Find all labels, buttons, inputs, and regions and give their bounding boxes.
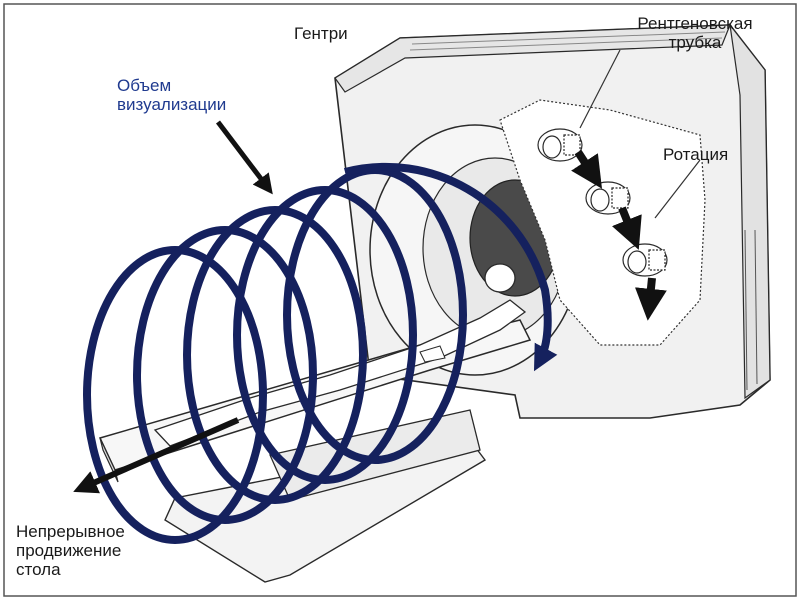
table-motion-label: Непрерывное продвижение стола [16,522,125,579]
x-ray-tube-label-line1: Рентгеновская [637,14,753,33]
x-ray-tube-label: Рентгеновская трубка [600,14,790,52]
rotation-arrow-icon [634,277,667,321]
fov-arrow-icon [216,120,273,195]
field-of-view-label-line2: визуализации [117,95,227,114]
gantry-vent-line [754,229,758,385]
gantry-label: Гентри [294,24,348,43]
rotation-arrow-icon [571,149,603,189]
gantry-vent-line [744,229,748,391]
field-of-view-label: Объем визуализации [117,76,226,114]
rotation-leader-line [654,159,701,219]
helix-end-arc [344,162,558,372]
table-motion-arrow-icon [73,417,240,494]
helical-path [83,162,558,544]
rotation-arrow-icon [612,206,642,250]
gantry-top-groove [411,31,726,45]
x-ray-tube-positions [537,49,701,321]
table-motion-label-line2: продвижение [16,541,122,560]
gantry-top-groove [409,37,723,51]
field-of-view-label-line1: Объем [117,76,172,95]
x-ray-tube-icon [537,128,583,162]
table-motion-label-line1: Непрерывное [16,522,125,541]
tube-leader-line [579,49,621,129]
table-motion-label-line3: стола [16,560,61,579]
patient-arm [419,345,446,363]
x-ray-tube-label-line2: трубка [668,33,722,52]
rotation-label: Ротация [663,145,729,164]
x-ray-tube-icon [622,243,668,277]
patient-head [484,263,516,293]
gantry-side-panel [729,22,771,400]
x-ray-tube-icon [585,181,631,215]
